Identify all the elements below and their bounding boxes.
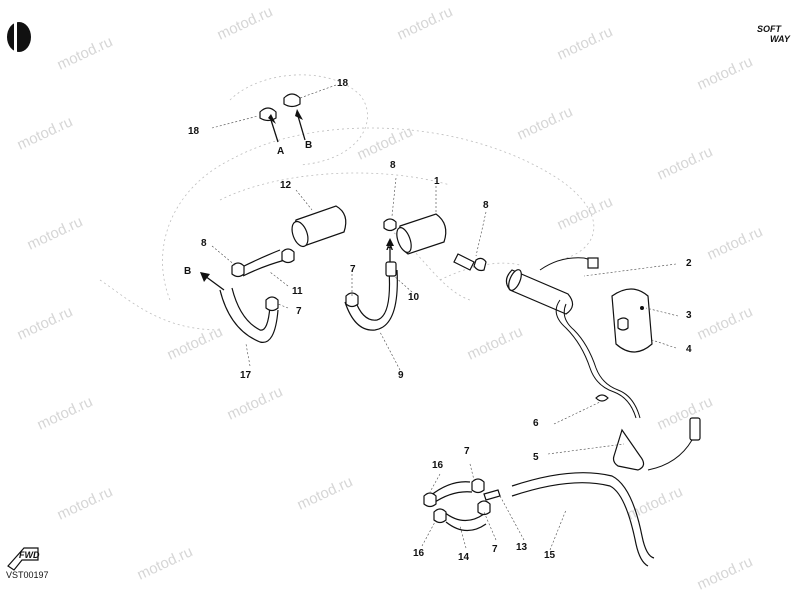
flow-arrows-top (268, 109, 306, 143)
callout-8: 8 (201, 238, 207, 249)
watermark: motod.ru (355, 123, 416, 163)
fuel-pump-2 (505, 257, 677, 315)
fuel-filter-12 (291, 189, 347, 248)
watermark: motod.ru (135, 543, 196, 583)
callout-16: 16 (413, 548, 425, 559)
callout-5: 5 (533, 452, 539, 463)
watermark: motod.ru (35, 393, 96, 433)
watermark: motod.ru (695, 53, 756, 93)
watermark: motod.ru (555, 23, 616, 63)
callout-14: 14 (458, 552, 470, 563)
vent-hoses-lower (421, 463, 525, 549)
callout-labels: 18 18 A B 8 1 12 8 8 A 2 7 B 11 10 7 3 4… (184, 78, 692, 563)
hose-11 (211, 245, 295, 287)
watermark: motod.ru (695, 553, 756, 593)
hose-17 (219, 287, 289, 367)
watermark: motod.ru (225, 383, 286, 423)
fuel-filter-1 (383, 177, 487, 272)
soft-way-logo: SOFT WAY (757, 24, 791, 44)
watermark: motod.ru (165, 323, 226, 363)
callout-2: 2 (686, 258, 692, 269)
watermark: motod.ru (625, 483, 686, 523)
callout-18: 18 (188, 126, 200, 137)
callout-8: 8 (390, 160, 396, 171)
drain-hose-15 (511, 472, 655, 567)
callout-17: 17 (240, 370, 252, 381)
clamp-18-pair (211, 84, 337, 129)
callout-8: 8 (483, 200, 489, 211)
watermark: motod.ru (395, 3, 456, 43)
marker-b: B (305, 140, 312, 151)
wiring-harness (547, 299, 701, 471)
fwd-label: FWD (19, 550, 40, 560)
watermark: motod.ru (15, 113, 76, 153)
marker-b: B (184, 266, 191, 277)
watermark: motod.ru (15, 303, 76, 343)
watermark: motod.ru (655, 143, 716, 183)
callout-3: 3 (686, 310, 692, 321)
callout-11: 11 (292, 286, 303, 297)
watermark: motod.ru (295, 473, 356, 513)
watermark: motod.ru (655, 393, 716, 433)
callout-6: 6 (533, 418, 539, 429)
marker-a: A (277, 146, 284, 157)
watermark: motod.ru (705, 223, 766, 263)
brand-logo-mark (7, 22, 31, 52)
callout-18: 18 (337, 78, 349, 89)
callout-7: 7 (464, 446, 470, 457)
logo-line-2: WAY (770, 34, 791, 44)
hose-9 (344, 261, 413, 371)
callout-7: 7 (350, 264, 356, 275)
watermark: motod.ru (695, 303, 756, 343)
callout-7: 7 (296, 306, 302, 317)
watermark: motod.ru (555, 193, 616, 233)
callout-4: 4 (686, 344, 692, 355)
callout-16: 16 (432, 460, 444, 471)
watermark: motod.ru (25, 213, 86, 253)
watermark: motod.ru (55, 483, 116, 523)
flow-arrow-b-left (200, 272, 225, 291)
callout-13: 13 (516, 542, 528, 553)
flow-arrow-a-mid (386, 238, 394, 262)
watermark-layer: motod.ru motod.ru motod.ru motod.ru moto… (15, 3, 766, 593)
watermark: motod.ru (465, 323, 526, 363)
reference-code: VST00197 (6, 570, 49, 580)
callout-10: 10 (408, 292, 420, 303)
watermark: motod.ru (215, 3, 276, 43)
callout-12: 12 (280, 180, 292, 191)
callout-1: 1 (434, 176, 440, 187)
watermark: motod.ru (515, 103, 576, 143)
callout-9: 9 (398, 370, 404, 381)
watermark: motod.ru (55, 33, 116, 73)
callout-7: 7 (492, 544, 498, 555)
callout-15: 15 (544, 550, 556, 561)
logo-line-1: SOFT (757, 24, 783, 34)
fwd-direction-badge: FWD (7, 547, 40, 571)
pump-bracket-4 (611, 288, 679, 353)
marker-a: A (386, 242, 393, 253)
